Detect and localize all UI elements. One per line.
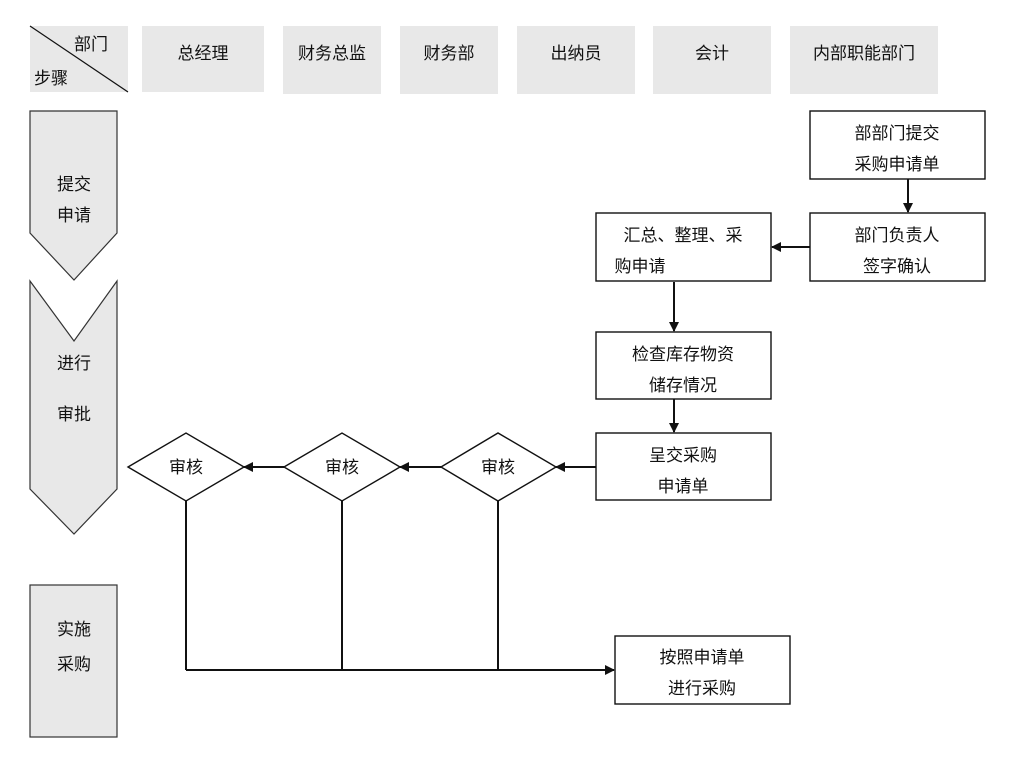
step-label-line1: 提交 bbox=[57, 175, 91, 195]
dept-label: 出纳员 bbox=[551, 44, 602, 64]
node-text-line1: 汇总、整理、采 bbox=[624, 226, 743, 246]
node-present-request: 呈交采购 申请单 bbox=[595, 432, 772, 501]
node-text-line1: 部部门提交 bbox=[855, 124, 940, 144]
header-corner-cell: 部门 步骤 bbox=[29, 25, 129, 93]
dept-label: 总经理 bbox=[178, 44, 229, 64]
step-label-line2: 采购 bbox=[57, 655, 91, 675]
step-approval: 进行 审批 bbox=[29, 279, 118, 535]
node-text-line1: 检查库存物资 bbox=[632, 345, 734, 365]
node-check-stock: 检查库存物资 储存情况 bbox=[595, 331, 772, 400]
node-text-line2: 进行采购 bbox=[668, 679, 736, 699]
node-text-line2: 储存情况 bbox=[649, 376, 717, 396]
step-label-line1: 实施 bbox=[57, 620, 91, 640]
node-submit-request: 部部门提交 采购申请单 bbox=[809, 110, 986, 180]
corner-label-department: 部门 bbox=[74, 35, 108, 55]
header-dept-finance-director: 财务总监 bbox=[283, 26, 381, 94]
node-summarize-requests: 汇总、整理、采 购申请 bbox=[595, 212, 772, 282]
node-text-line1: 呈交采购 bbox=[649, 446, 717, 466]
decision-text: 审核 bbox=[325, 458, 359, 478]
decision-text: 审核 bbox=[169, 458, 203, 478]
decision-review-finance: 审核 bbox=[439, 432, 558, 502]
dept-label: 会计 bbox=[695, 44, 729, 64]
decision-review-finance-director: 审核 bbox=[282, 432, 402, 502]
header-dept-cashier: 出纳员 bbox=[517, 26, 635, 94]
dept-label: 财务总监 bbox=[298, 44, 366, 64]
header-dept-general-manager: 总经理 bbox=[142, 26, 264, 92]
dept-label: 财务部 bbox=[424, 44, 475, 64]
decision-text: 审核 bbox=[481, 458, 515, 478]
dept-label: 内部职能部门 bbox=[813, 44, 915, 64]
node-text-line2: 购申请 bbox=[615, 257, 666, 277]
node-text-line2: 采购申请单 bbox=[855, 155, 940, 175]
corner-label-step: 步骤 bbox=[34, 69, 68, 89]
header-dept-functional: 内部职能部门 bbox=[790, 26, 938, 94]
step-label-line1: 进行 bbox=[57, 354, 91, 374]
step-purchase: 实施 采购 bbox=[29, 584, 118, 738]
node-purchase-per-request: 按照申请单 进行采购 bbox=[614, 635, 791, 705]
node-text-line1: 按照申请单 bbox=[660, 648, 745, 668]
header-dept-accountant: 会计 bbox=[653, 26, 771, 94]
step-label-line2: 审批 bbox=[57, 405, 91, 425]
node-text-line2: 签字确认 bbox=[863, 257, 931, 277]
decision-review-general-manager: 审核 bbox=[126, 432, 246, 502]
header-dept-finance: 财务部 bbox=[400, 26, 498, 94]
step-label-line2: 申请 bbox=[57, 206, 91, 226]
node-text-line2: 申请单 bbox=[658, 477, 709, 497]
node-text-line1: 部门负责人 bbox=[855, 226, 940, 246]
node-manager-sign: 部门负责人 签字确认 bbox=[809, 212, 986, 282]
step-submit-request: 提交 申请 bbox=[29, 110, 118, 281]
